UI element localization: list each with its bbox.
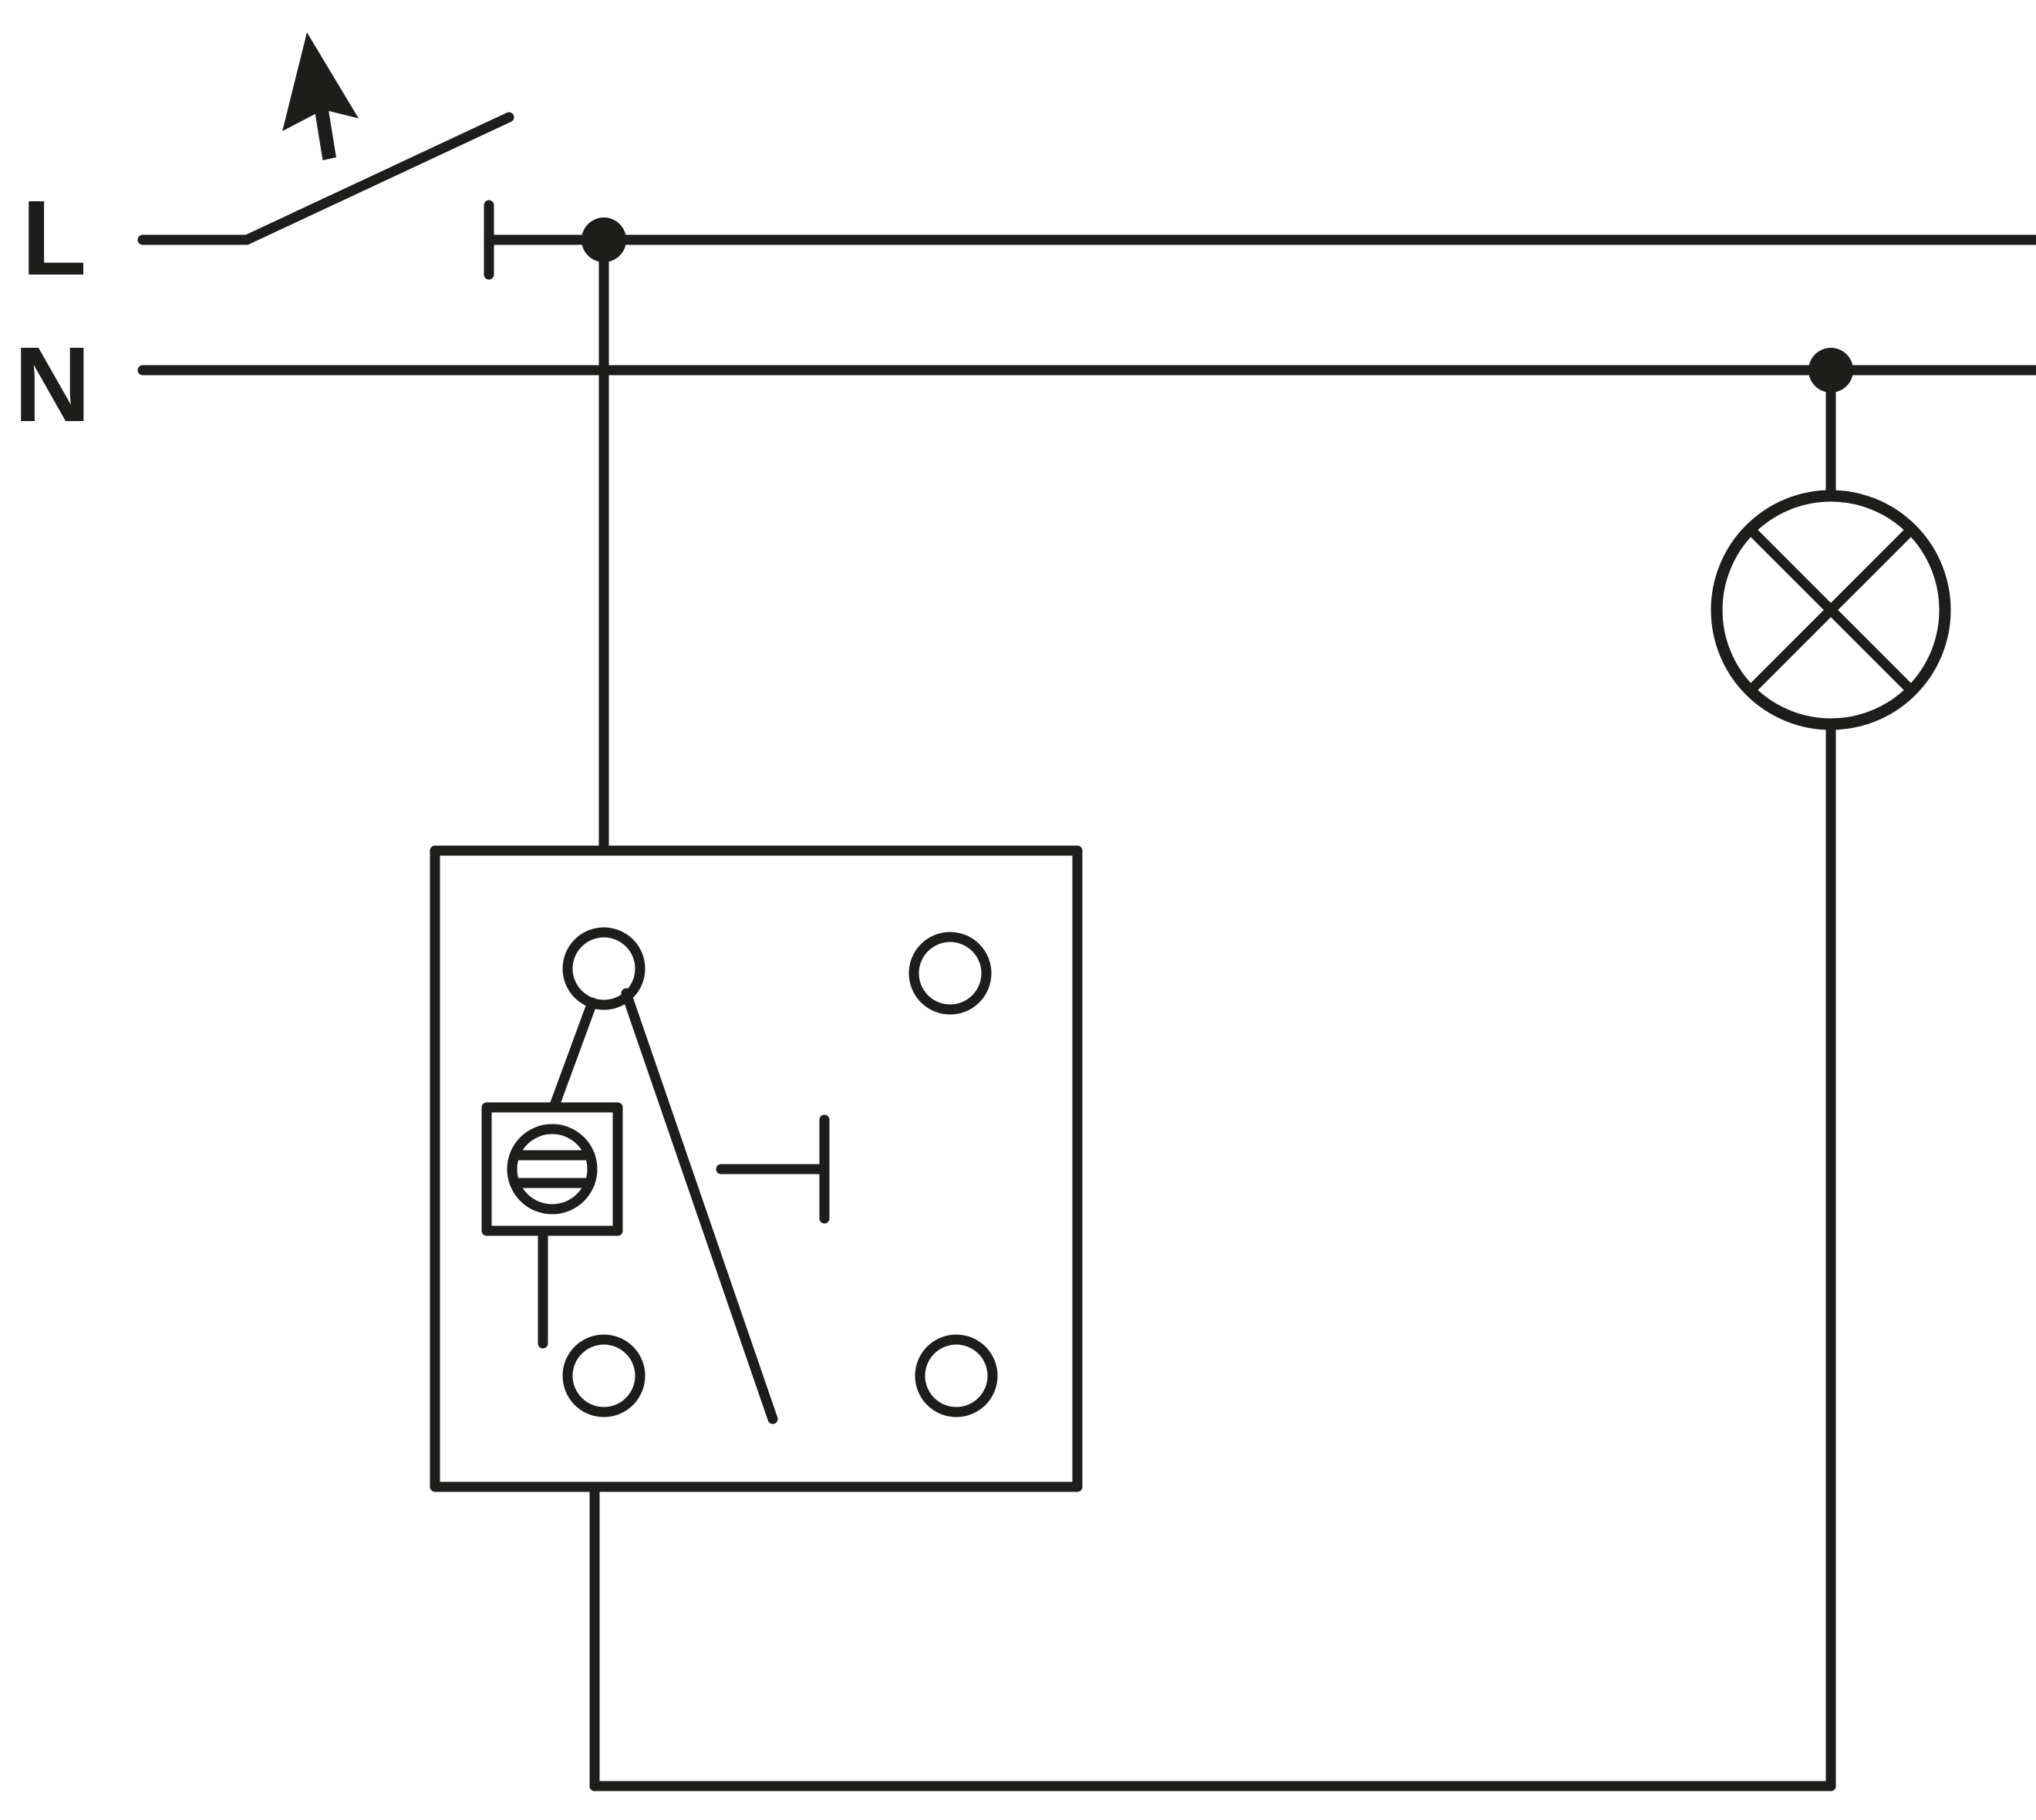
terminal-bottom-left: [562, 1334, 646, 1417]
terminal-link-wire: [548, 997, 598, 1113]
junction-dot-neutral: [1808, 348, 1853, 393]
neutral-label: N: [14, 325, 91, 444]
screw-terminal-circle: [507, 1124, 598, 1215]
lamp-icon: [1711, 490, 1951, 730]
screw-terminal-icon: [481, 1102, 623, 1236]
terminal-bottom-right: [915, 1334, 998, 1417]
internal-switch-blade: [621, 988, 778, 1424]
switch-insert-box: [430, 845, 1083, 1492]
live-label: L: [22, 179, 86, 298]
junction-dot-live: [581, 217, 626, 262]
diagram-strokes: [137, 112, 2036, 1791]
switch-contact-icon: [241, 112, 514, 245]
terminal-top-right: [908, 932, 992, 1015]
lamp-cross-line: [1744, 524, 1917, 696]
cursor-arrow-icon: [282, 32, 359, 160]
terminal-top-left: [562, 927, 646, 1010]
